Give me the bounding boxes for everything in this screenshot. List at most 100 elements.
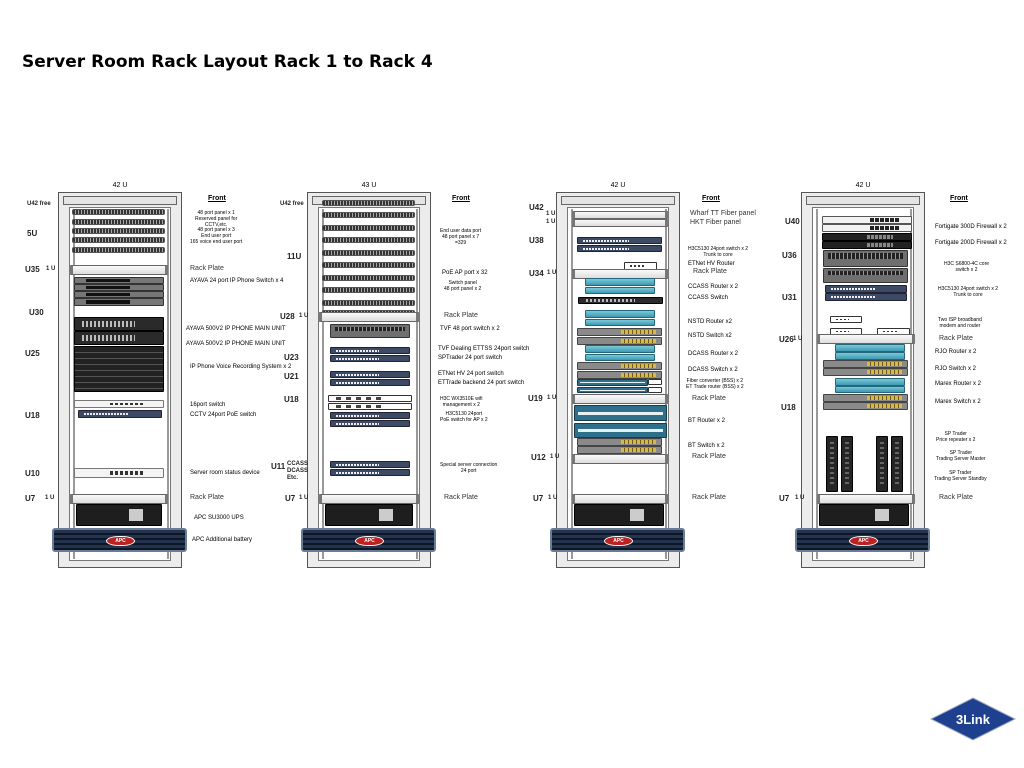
rack-plate	[70, 265, 168, 275]
network-switch	[577, 245, 662, 252]
patch-panel	[322, 300, 415, 306]
device-description: Special server connection 24 port	[440, 462, 498, 474]
router	[835, 352, 905, 360]
device-description: SP Trader Trading Server Master	[936, 450, 986, 462]
ups-battery	[550, 528, 685, 552]
router-large	[574, 405, 667, 421]
tower-server	[826, 436, 838, 492]
patch-panel	[322, 212, 415, 218]
firewall	[822, 241, 912, 249]
unit-label: 5U	[27, 229, 38, 238]
patch-panel	[322, 275, 415, 281]
device-description: CCTV 24port PoE switch	[190, 412, 257, 418]
network-switch	[577, 237, 662, 244]
device-description: 16port switch	[190, 402, 226, 408]
unit-label: U19	[528, 394, 543, 403]
device-description: NSTD Router x2	[688, 319, 733, 325]
rack-rail	[816, 209, 818, 559]
unit-label: 1 U	[45, 495, 55, 501]
device-description: Rack Plate	[444, 494, 478, 501]
device-description: SP Trader Price repeater x 2	[936, 431, 976, 443]
rack-rail	[167, 209, 169, 559]
patch-panel	[322, 250, 415, 256]
device-description: Marex Router x 2	[935, 381, 982, 387]
switch-unit	[74, 400, 164, 408]
patch-panel	[322, 200, 415, 206]
unit-label: U36	[782, 251, 797, 260]
rack-plate	[70, 494, 168, 504]
device-description: PoE AP port x 32	[442, 270, 488, 276]
unit-label: U35	[25, 265, 40, 274]
network-switch	[330, 469, 410, 476]
device-description: ETTrade backend 24 port switch	[438, 380, 525, 386]
ip-phone-switch	[74, 298, 164, 306]
logo-text: 3Link	[956, 712, 991, 727]
device-description: ETNet HV Router	[688, 261, 735, 267]
ups-battery	[795, 528, 930, 552]
cisco-switch	[823, 368, 908, 376]
patch-panel	[322, 287, 415, 293]
router	[585, 345, 655, 353]
unit-label: U31	[782, 293, 797, 302]
recording-system	[74, 346, 164, 392]
tower-server	[891, 436, 903, 492]
unit-label: U23	[284, 353, 299, 362]
core-switch	[330, 324, 410, 338]
front-heading: Front	[452, 195, 470, 202]
network-switch	[330, 379, 410, 386]
wifi-controller	[328, 395, 412, 402]
unit-label: U18	[25, 411, 40, 420]
ups-unit	[76, 504, 162, 526]
unit-label: 1 U	[46, 266, 56, 272]
device-description: H3C5130 24port PoE switch for AP x 2	[440, 411, 488, 423]
rack-plate	[572, 454, 668, 464]
device-description: Fortigate 300D Firewall x 2	[935, 224, 1007, 230]
device-description: AYAVA 24 port IP Phone Switch x 4	[190, 278, 284, 284]
router-large	[574, 423, 667, 438]
rack-size-label: 42 U	[855, 182, 871, 189]
unit-label: U26	[779, 335, 794, 344]
wifi-controller	[328, 403, 412, 410]
device-description: TVF Dealing ETTSS 24port switch	[438, 346, 530, 352]
rack-plate	[572, 211, 668, 219]
modem	[648, 387, 662, 393]
device-description: Wharf TT Fiber panel	[690, 210, 756, 217]
page-title: Server Room Rack Layout Rack 1 to Rack 4	[22, 52, 433, 72]
rack-plate	[817, 494, 915, 504]
device-description: Fortigate 200D Firewall x 2	[935, 240, 1007, 246]
unit-label: U12	[531, 453, 546, 462]
router-large	[577, 387, 648, 393]
rack-size-label: 43 U	[361, 182, 377, 189]
device-description: Rack Plate	[939, 494, 973, 501]
ip-phone-switch	[74, 277, 164, 284]
rack-top	[63, 196, 177, 205]
server-unit	[578, 297, 663, 304]
network-switch	[330, 347, 410, 354]
unit-label: 1 U	[546, 211, 556, 217]
firewall	[822, 216, 912, 224]
network-switch	[330, 355, 410, 362]
unit-label: CCASS DCASS Etc.	[287, 461, 309, 481]
rack-plate	[572, 219, 668, 227]
core-switch	[823, 268, 908, 283]
cisco-switch	[577, 337, 662, 345]
unit-label: 1 U	[550, 454, 560, 460]
device-description: 48 port panel x 1 Reserved panel for CCT…	[190, 210, 243, 245]
3link-logo: 3Link	[930, 697, 1016, 741]
cisco-switch	[577, 438, 662, 446]
router	[585, 278, 655, 286]
device-description: End user data port 48 port panel x 7 =32…	[440, 228, 482, 246]
front-heading: Front	[702, 195, 720, 202]
device-description: BT Router x 2	[688, 418, 725, 424]
unit-label: U21	[284, 372, 299, 381]
server-unit	[74, 317, 164, 331]
ups-unit	[574, 504, 664, 526]
unit-label: U10	[25, 469, 40, 478]
device-description: Rack Plate	[692, 395, 726, 402]
patch-panel	[72, 209, 165, 215]
device-description: APC SU3000 UPS	[194, 515, 244, 521]
unit-label: U7	[533, 494, 544, 503]
network-switch	[330, 461, 410, 468]
rack-rail	[322, 209, 324, 559]
modem	[830, 316, 862, 323]
